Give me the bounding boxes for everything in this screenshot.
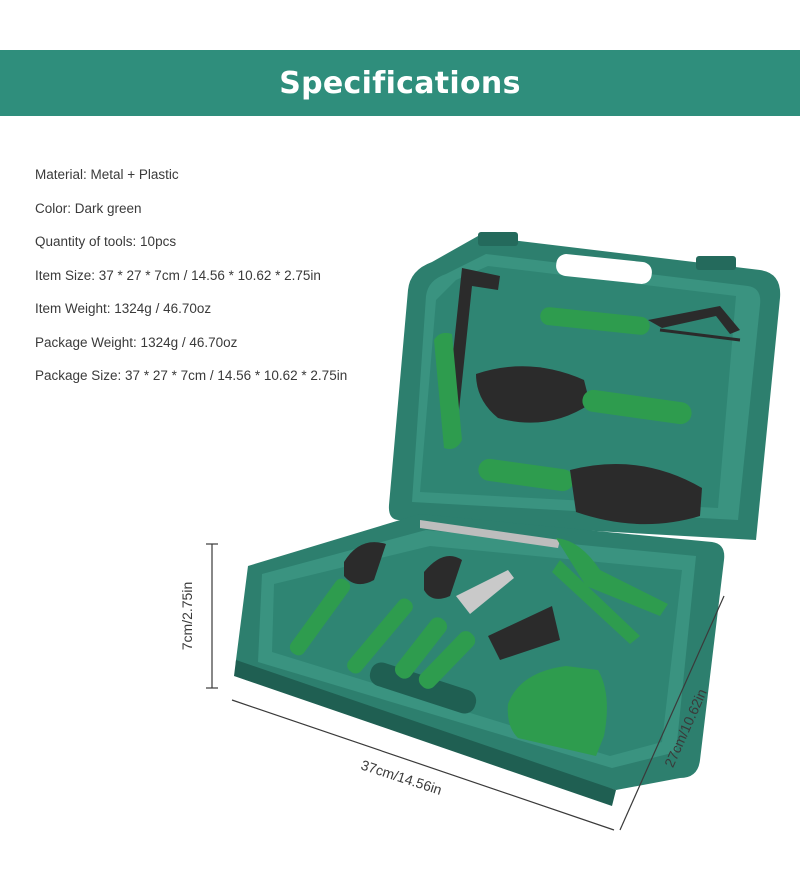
- spec-list: Material: Metal + Plastic Color: Dark gr…: [35, 165, 347, 400]
- small-spade-tool: [347, 556, 462, 674]
- hand-rake-tool: [540, 306, 741, 342]
- spec-item-weight: Item Weight: 1324g / 46.70oz: [35, 301, 212, 316]
- large-shears-tool: [420, 520, 668, 644]
- small-shovel-tool: [289, 542, 386, 656]
- transplanter-tool: [478, 458, 702, 525]
- spec-quantity: Quantity of tools: 10pcs: [35, 234, 177, 249]
- height-label: 7cm/2.75in: [179, 582, 195, 650]
- lid-handle-slot: [556, 254, 652, 284]
- pruning-shears-tool: [394, 570, 514, 689]
- spec-color: Color: Dark green: [35, 200, 142, 216]
- spec-package-weight: Package Weight: 1324g / 46.70oz: [35, 334, 238, 350]
- spec-package-size: Package Size: 37 * 27 * 7cm / 14.56 * 10…: [35, 368, 348, 383]
- trowel-tool-1: [476, 366, 692, 425]
- banner-title: Specifications: [279, 65, 521, 101]
- width-label: 37cm/14.56in: [359, 757, 444, 798]
- base-carry-handle: [369, 662, 477, 714]
- spec-item-size: Item Size: 37 * 27 * 7cm / 14.56 * 10.62…: [35, 267, 321, 283]
- weeder-tool: [434, 268, 500, 449]
- spray-bottle-tool: [488, 606, 607, 756]
- height-dimension: 7cm/2.75in: [179, 543, 218, 689]
- specifications-banner: Specifications: [0, 50, 800, 116]
- spec-material: Material: Metal + Plastic: [35, 167, 179, 182]
